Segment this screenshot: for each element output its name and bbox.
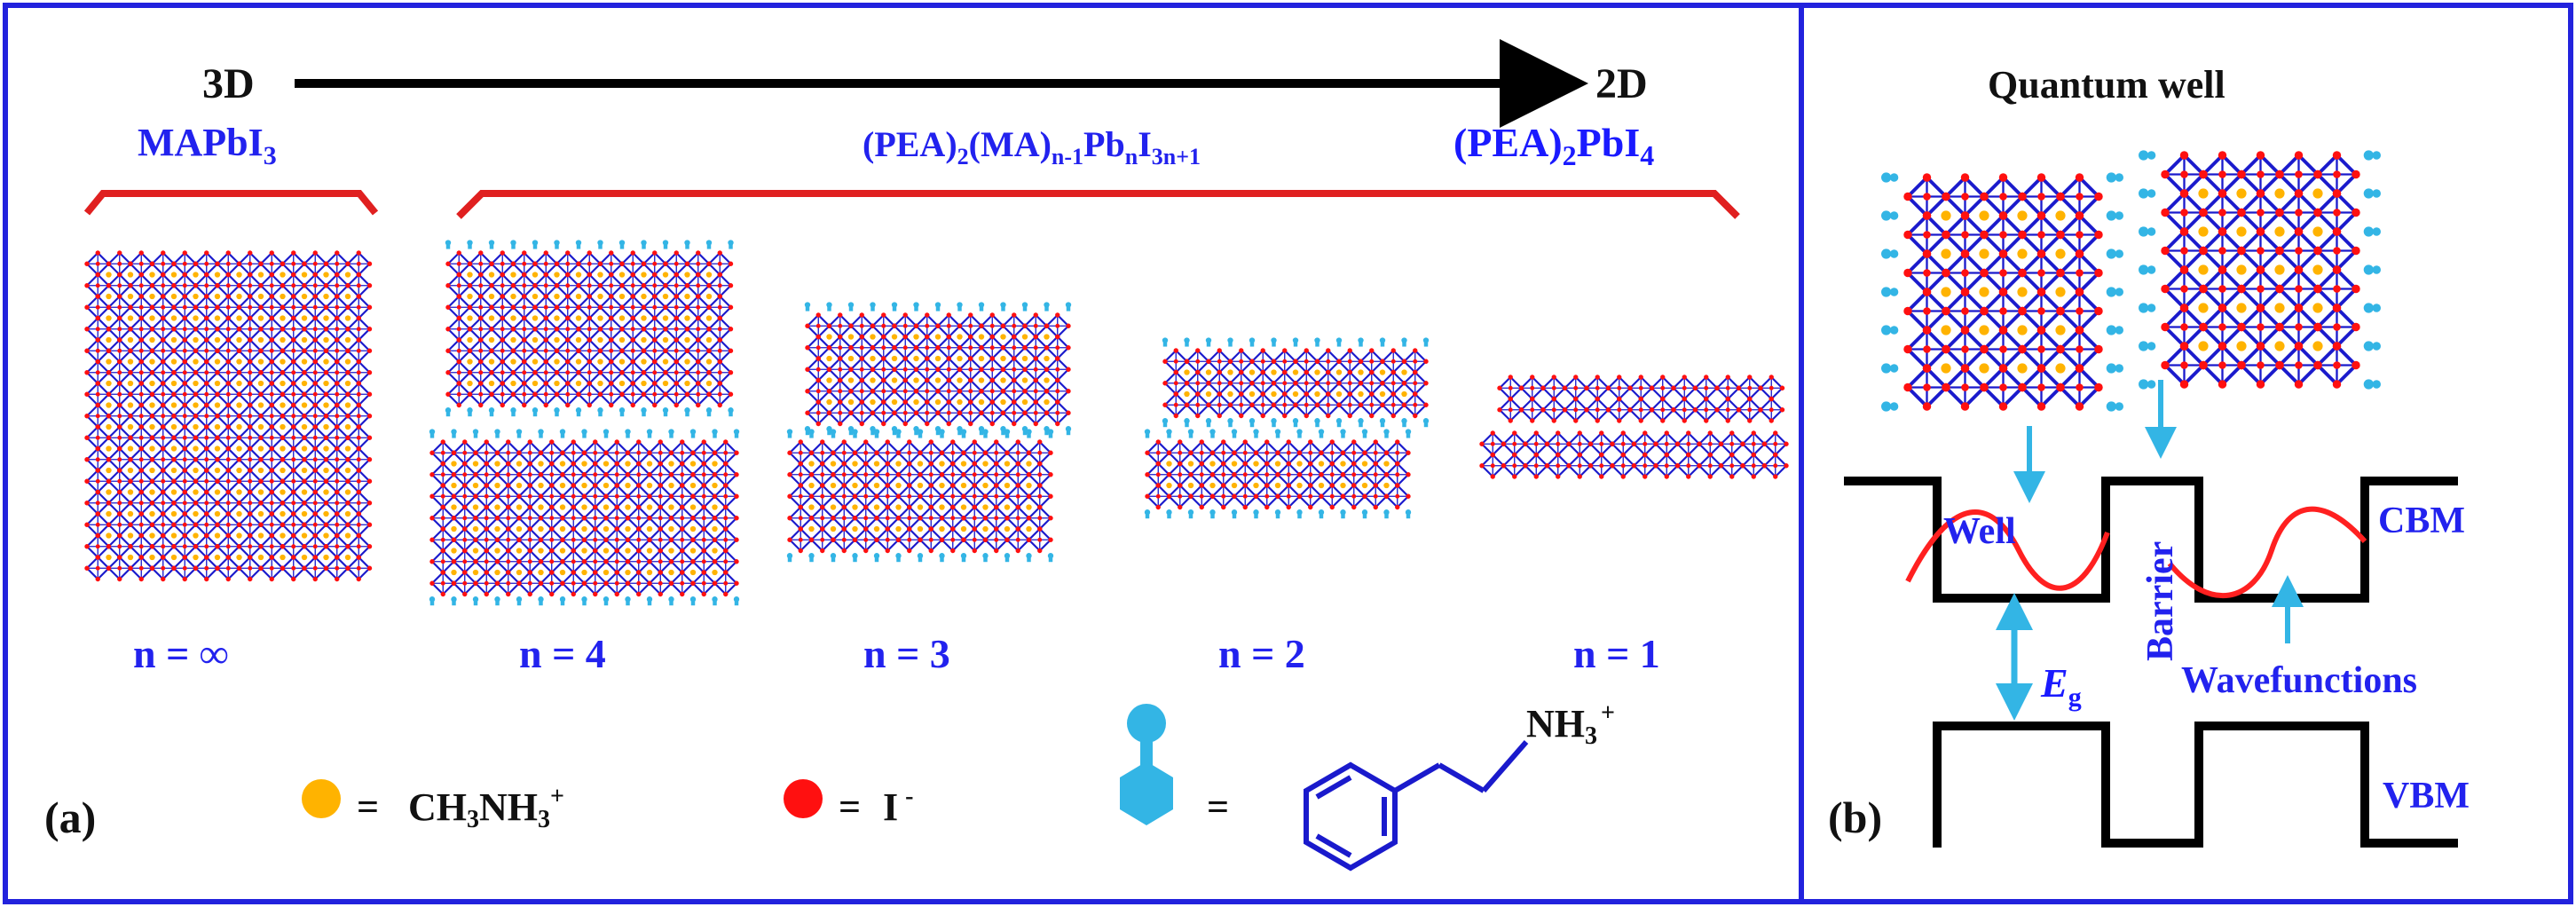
legend-iodide-eq: =: [839, 785, 861, 829]
wavefunction-right: [2167, 506, 2367, 599]
barrier-label: Barrier: [2140, 541, 2181, 661]
label-pea2pbi4: (PEA)2PbI4: [1453, 120, 1654, 171]
n-label-3: n = 3: [863, 631, 950, 676]
legend-pea-molecule: [1304, 740, 1529, 872]
wavefunctions-label: Wavefunctions: [2181, 660, 2417, 701]
bracket-2d-series: [456, 190, 1740, 219]
panel-a: 3D 2D MAPbI3 (PEA)2(MA)n-1PbnI3n+1 (PEA)…: [44, 39, 1789, 872]
legend-ma-label: CH3NH3+: [408, 783, 564, 833]
bandgap-label: Eg: [2040, 660, 2082, 712]
label-rp-series: (PEA)2(MA)n-1PbnI3n+1: [863, 124, 1201, 170]
quantum-well-structures: [1881, 150, 2382, 412]
legend-iodide-label: I-: [883, 783, 913, 829]
vbm-label: VBM: [2383, 776, 2470, 816]
structure-n4-slab-bottom: [429, 429, 740, 606]
panel-b-tag: (b): [1828, 793, 1882, 842]
n-label-infinity: n = ∞: [133, 631, 229, 676]
structure-n-infinity: [84, 250, 373, 582]
structure-n3-slab-top: [804, 302, 1072, 436]
legend-ma-cation-dot: [302, 779, 341, 818]
legend-ma-eq: =: [357, 785, 379, 829]
n-label-2: n = 2: [1218, 631, 1305, 676]
bracket-3d: [83, 190, 379, 216]
wavefunction-left: [1905, 509, 2110, 591]
label-mapbi3: MAPbI3: [138, 121, 277, 170]
structure-n3-slab-bottom: [786, 429, 1054, 563]
well-label: Well: [1943, 511, 2016, 552]
vbm-band: [1933, 722, 2458, 848]
quantum-well-lattice-right: [2139, 150, 2382, 390]
legend-iodide-dot: [784, 779, 823, 818]
legend-pea-eq: =: [1207, 785, 1229, 829]
label-3d: 3D: [202, 60, 255, 107]
panel-a-tag: (a): [44, 793, 96, 842]
structure-n4-slab-top: [445, 240, 734, 417]
structure-n1-slab-bottom: [1479, 430, 1789, 479]
structure-n1-slab-top: [1497, 375, 1785, 423]
panel-b: Quantum well Eg Well Barrier CBM VBM Wav…: [1828, 63, 2470, 848]
quantum-well-lattice-left: [1881, 172, 2124, 412]
label-2d: 2D: [1595, 60, 1648, 107]
perovskite-structures: [84, 240, 1789, 606]
structure-n2-slab-top: [1162, 337, 1430, 428]
legend-pea-amine: NH3+: [1526, 699, 1615, 750]
quantum-well-title: Quantum well: [1988, 63, 2225, 106]
figure-frame: [3, 3, 2573, 904]
legend-pea-symbol: [1120, 704, 1173, 825]
n-label-1: n = 1: [1573, 631, 1660, 676]
cbm-label: CBM: [2378, 501, 2465, 541]
n-label-4: n = 4: [519, 631, 606, 676]
structure-n2-slab-bottom: [1144, 429, 1412, 519]
